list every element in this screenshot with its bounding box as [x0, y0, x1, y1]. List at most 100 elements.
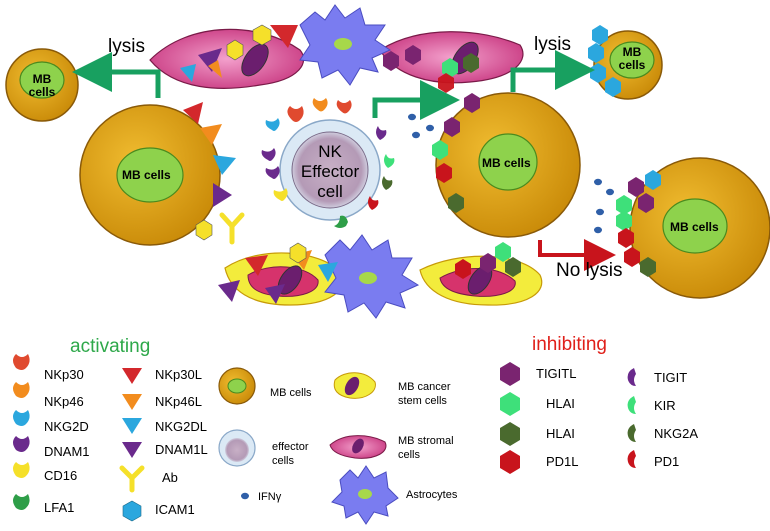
hexagon-icon: [444, 117, 460, 137]
triangle-icon: [183, 102, 203, 124]
hexagon-icon: [592, 25, 608, 45]
hexagon-icon: [640, 257, 656, 277]
triangle-icon: [208, 60, 222, 78]
activating-header: activating: [70, 336, 151, 357]
legend-label-ifn: IFNγ: [258, 491, 282, 503]
hexagon-icon: [624, 247, 640, 267]
receptor-icon: [287, 106, 304, 122]
triangle-icon: [213, 155, 236, 175]
receptor-icon: [265, 118, 280, 131]
mb-cell-large-left: [79, 104, 221, 246]
receptor-icon: [627, 368, 636, 386]
receptor-icon: [368, 196, 379, 210]
legend-label-nkg2a: NKG2A: [654, 426, 699, 441]
lysis-left-label: lysis: [108, 36, 145, 57]
legend-label-kir: KIR: [654, 398, 676, 413]
hexagon-icon: [464, 93, 480, 113]
stem-cell-bottom-left: [224, 252, 344, 306]
receptor-icon: [627, 396, 636, 414]
legend-label-nkp46: NKp46: [44, 394, 84, 409]
triangle-icon: [180, 64, 196, 82]
hexagon-icon: [500, 450, 520, 474]
legend-label-icam1: ICAM1: [155, 502, 195, 517]
mb-cell-label-center-right: MB cells: [482, 156, 531, 170]
mb-cell-label-small-right: MB cells: [618, 45, 646, 72]
hexagon-icon: [122, 500, 142, 522]
triangle-icon: [270, 25, 298, 48]
hexagon-icon: [463, 53, 479, 73]
kill-arrow-center: [372, 80, 460, 120]
legend-label-tigitl: TIGITL: [536, 366, 577, 381]
receptor-icon: [376, 126, 387, 140]
no-lysis-label: No lysis: [556, 260, 623, 281]
hexagon-icon: [405, 45, 421, 65]
legend-inhibiting-icons: [500, 362, 636, 474]
astrocyte-bottom: [324, 234, 420, 319]
hexagon-icon: [638, 193, 654, 213]
mb-cell-center-right: [435, 92, 581, 238]
receptor-icon: [336, 100, 352, 114]
triangle-icon: [318, 262, 338, 282]
no-lysis-arrow: [538, 239, 616, 271]
hexagon-icon: [480, 253, 496, 273]
receptor-icon: [627, 450, 636, 468]
nk-cell-label: NK Effector cell: [300, 142, 360, 201]
receptor-icon: [261, 148, 276, 161]
legend-label-nkp30: NKp30: [44, 367, 84, 382]
legend-label-dnam1l: DNAM1L: [155, 442, 208, 457]
legend-label-pd1: PD1: [654, 454, 680, 469]
hexagon-icon: [605, 77, 621, 97]
hexagon-icon: [616, 211, 632, 231]
triangle-icon: [265, 284, 285, 304]
mb-cell-far-right: [629, 157, 770, 299]
legend-label-stromal: MB stromal cells: [398, 435, 454, 461]
inhibiting-header: inhibiting: [532, 334, 607, 355]
receptor-icon: [13, 354, 30, 370]
antibody-icon: [119, 465, 145, 493]
receptor-icon: [273, 188, 288, 201]
legend-label-nkg2d: NKG2D: [44, 419, 89, 434]
triangle-icon: [122, 418, 142, 434]
triangle-icon: [122, 368, 142, 384]
triangle-icon: [218, 280, 240, 302]
hexagon-icon: [500, 362, 520, 386]
hexagon-icon: [432, 140, 448, 160]
legend-label-dnam1: DNAM1: [44, 444, 90, 459]
legend-label-astro: Astrocytes: [406, 489, 458, 501]
hexagon-icon: [505, 257, 521, 277]
hexagon-icon: [448, 193, 464, 213]
receptor-icon: [13, 494, 30, 510]
astrocyte-top: [299, 4, 392, 86]
legend-label-pd1l: PD1L: [546, 454, 579, 469]
legend-label-nkg2dl: NKG2DL: [155, 419, 208, 434]
receptor-icon: [384, 154, 395, 168]
mb-cell-label-far-right: MB cells: [670, 220, 719, 234]
hexagon-icon: [455, 259, 471, 279]
receptor-icon: [627, 424, 636, 442]
triangle-icon: [122, 394, 142, 410]
legend-label-lfa1: LFA1: [44, 500, 75, 515]
hexagon-icon: [495, 242, 511, 262]
legend-label-ab: Ab: [162, 470, 178, 485]
hexagon-icon: [252, 24, 272, 46]
receptor-icon: [13, 462, 30, 478]
receptor-icon: [312, 98, 328, 112]
triangle-icon: [245, 255, 268, 276]
legend-label-cd16: CD16: [44, 468, 78, 483]
receptor-icon: [13, 410, 30, 426]
receptor-icon: [382, 176, 393, 190]
legend-label-nkp46l: NKp46L: [155, 394, 202, 409]
legend-label-nkp30l: NKp30L: [155, 367, 202, 382]
hexagon-icon: [500, 422, 520, 446]
hexagon-icon: [436, 163, 452, 183]
legend-label-effector-cells: effector cells: [272, 441, 309, 467]
triangle-icon: [213, 183, 232, 207]
hexagon-icon: [289, 242, 307, 264]
legend-label-hlai-2: HLAI: [546, 426, 575, 441]
legend-label-hlai-1: HLAI: [546, 396, 575, 411]
hexagon-icon: [383, 51, 399, 71]
legend-label-mb-cells: MB cells: [270, 387, 312, 399]
legend-activating-icons: [13, 354, 145, 522]
